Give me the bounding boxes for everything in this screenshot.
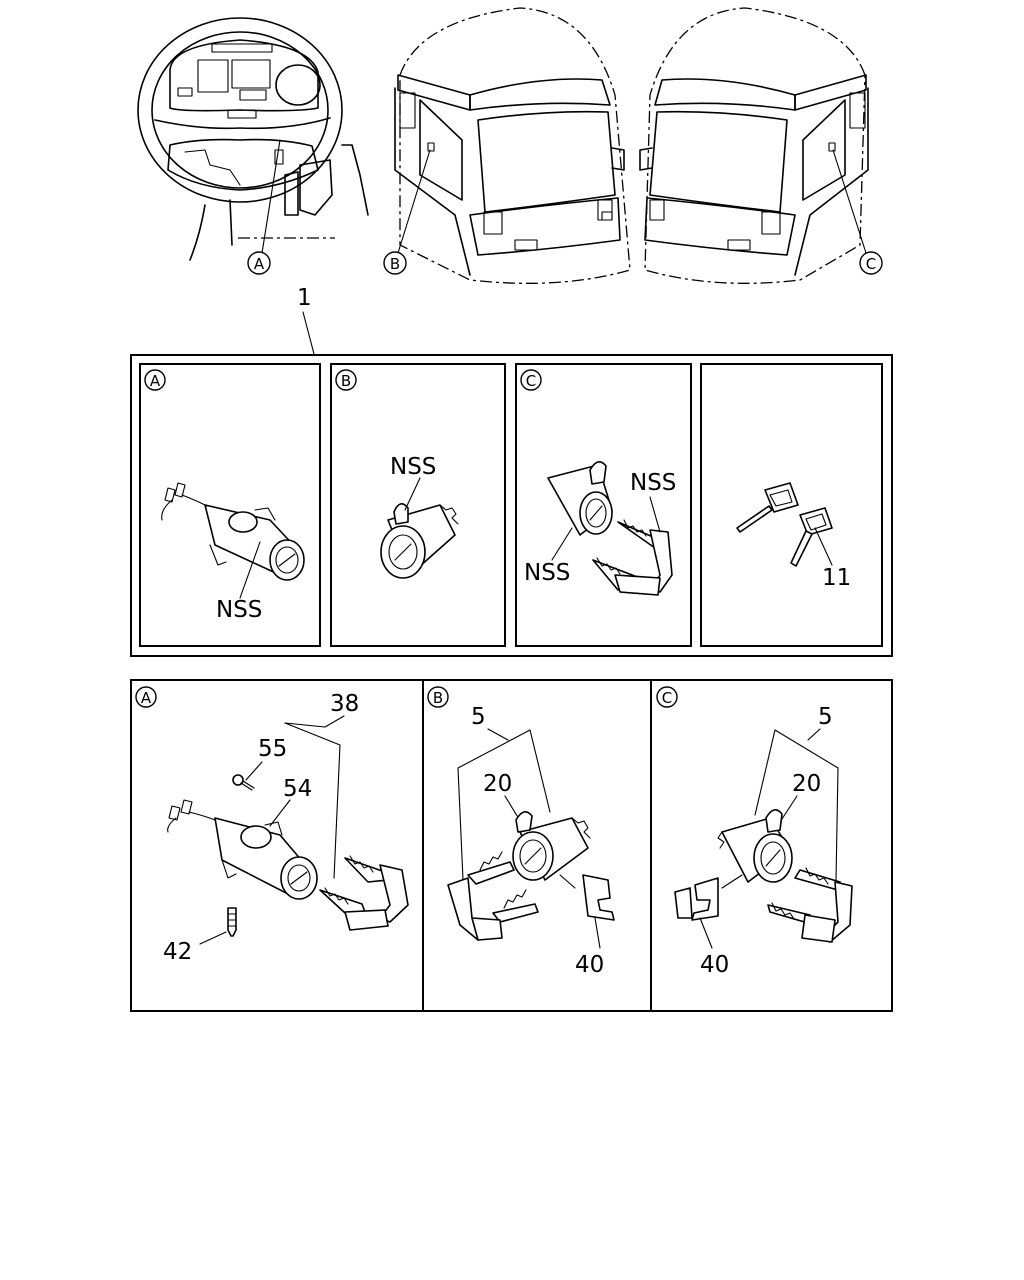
part-5-label-c: 5 xyxy=(818,704,833,730)
panel-c-nss-label-left: NSS xyxy=(524,560,570,586)
component-panel-c: C 5 20 40 xyxy=(656,686,853,978)
part-42-label: 42 xyxy=(163,939,192,965)
keys-part-number: 11 xyxy=(822,565,851,591)
comp-a-letter: A xyxy=(141,689,152,707)
assembly-number-label: 1 xyxy=(297,285,312,311)
panel-b-nss-label: NSS xyxy=(390,454,436,480)
svg-text:A: A xyxy=(254,255,265,273)
callout-b-top: B xyxy=(383,251,407,275)
door-lock-cylinder-icon xyxy=(380,503,459,579)
screw-55-icon xyxy=(232,774,255,791)
ignition-switch-component-icon xyxy=(167,799,318,900)
panel-b-letter: B xyxy=(341,372,351,390)
truck-cab-left-view xyxy=(394,7,631,284)
components-frame xyxy=(130,679,893,1012)
panel-a-letter: A xyxy=(150,372,161,390)
assembly-frame xyxy=(130,354,893,657)
assembly-panel-b: B NSS xyxy=(330,363,506,647)
key-pair-b-icon xyxy=(447,851,539,941)
door-lock-cylinder-b-icon xyxy=(512,811,591,881)
part-5-label-b: 5 xyxy=(471,704,486,730)
key-pair-icon xyxy=(736,482,833,567)
door-lock-cylinder-c-icon xyxy=(717,809,793,883)
part-55-label: 55 xyxy=(258,736,287,762)
assembly-panel-keys: 11 xyxy=(700,363,883,647)
assembly-panel-a: A NSS xyxy=(139,363,321,647)
clip-40-c-icon xyxy=(674,877,719,921)
assembly-panel-c: C NSS NSS xyxy=(515,363,692,647)
clip-40-b-icon xyxy=(582,874,615,921)
part-38-label: 38 xyxy=(330,691,359,717)
part-40-label-c: 40 xyxy=(700,952,729,978)
component-panel-b: B 5 20 40 xyxy=(427,686,615,978)
assembly-leader-line xyxy=(302,311,315,355)
truck-cab-right-view xyxy=(639,7,869,284)
comp-b-letter: B xyxy=(433,689,443,707)
ignition-switch-icon xyxy=(161,482,305,581)
bolt-42-icon xyxy=(227,907,237,937)
key-pair-c-icon xyxy=(767,867,853,943)
svg-text:C: C xyxy=(866,255,876,273)
callout-c-top: C xyxy=(859,251,883,275)
key-pair-38-icon xyxy=(319,855,409,931)
part-54-label: 54 xyxy=(283,776,312,802)
panel-a-letter-circle xyxy=(144,369,166,391)
part-20-label-c: 20 xyxy=(792,771,821,797)
component-panel-a: A 38 55 54 xyxy=(135,686,409,965)
part-20-label-b: 20 xyxy=(483,771,512,797)
door-lock-with-keys-icon xyxy=(547,461,673,596)
steering-wheel-illustration xyxy=(137,17,369,261)
callout-a-top: A xyxy=(247,251,271,275)
svg-text:B: B xyxy=(390,255,400,273)
panel-c-nss-label-right: NSS xyxy=(630,470,676,496)
part-40-label-b: 40 xyxy=(575,952,604,978)
comp-c-letter: C xyxy=(662,689,672,707)
panel-c-letter: C xyxy=(526,372,536,390)
panel-a-nss-label: NSS xyxy=(216,597,262,623)
